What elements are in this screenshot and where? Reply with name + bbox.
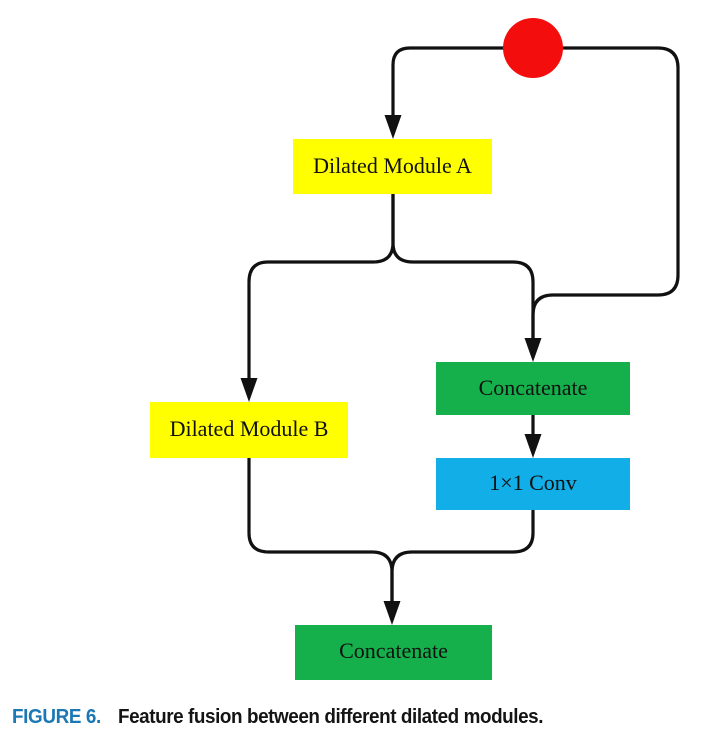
concatenate-lower-box[interactable] [295,625,492,680]
edge-path [391,194,535,347]
arrow-head-icon [384,115,402,139]
conv-1x1-label: 1×1 Conv [489,470,577,495]
edge-path [390,510,535,610]
figure-caption: FIGURE 6. Feature fusion between differe… [0,694,707,739]
concatenate-upper-box[interactable] [436,362,630,415]
edge-module-a-to-module-b [240,194,395,402]
concatenate-upper-label: Concatenate [479,375,588,400]
node-input-node[interactable] [503,18,563,78]
edge-conv-to-concatenate-lower [390,510,535,610]
figure-caption-number: FIGURE 6. [12,704,101,728]
flowchart-diagram: Dilated Module A Dilated Module B Concat… [150,18,680,680]
edge-path [247,458,394,610]
edge-path [247,194,395,387]
dilated-module-b-label: Dilated Module B [170,416,329,441]
edge-input-skip-to-concatenate-upper [524,46,680,362]
input-node-circle[interactable] [503,18,563,78]
dilated-module-a-box[interactable] [293,139,492,194]
edge-concatenate-upper-to-conv [524,415,542,458]
arrow-head-icon [240,378,258,402]
figure-caption-text: Feature fusion between different dilated… [117,704,543,728]
arrow-head-icon [524,434,542,458]
dilated-module-b-box[interactable] [150,402,348,458]
conv-1x1-box[interactable] [436,458,630,510]
concatenate-lower-label: Concatenate [339,638,448,663]
node-dilated-module-b[interactable]: Dilated Module B [150,402,348,458]
edge-module-a-to-concatenate-upper [391,194,535,347]
node-dilated-module-a[interactable]: Dilated Module A [293,139,492,194]
dilated-module-a-label: Dilated Module A [313,153,472,178]
node-concatenate-lower[interactable]: Concatenate [295,625,492,680]
node-concatenate-upper[interactable]: Concatenate [436,362,630,415]
edge-module-b-to-concatenate-lower [247,458,401,625]
arrow-head-icon [383,601,401,625]
edge-input-to-module-a [384,46,533,139]
edge-path [391,46,533,124]
node-conv-1x1[interactable]: 1×1 Conv [436,458,630,510]
arrow-head-icon [524,338,542,362]
edge-path [531,46,680,347]
